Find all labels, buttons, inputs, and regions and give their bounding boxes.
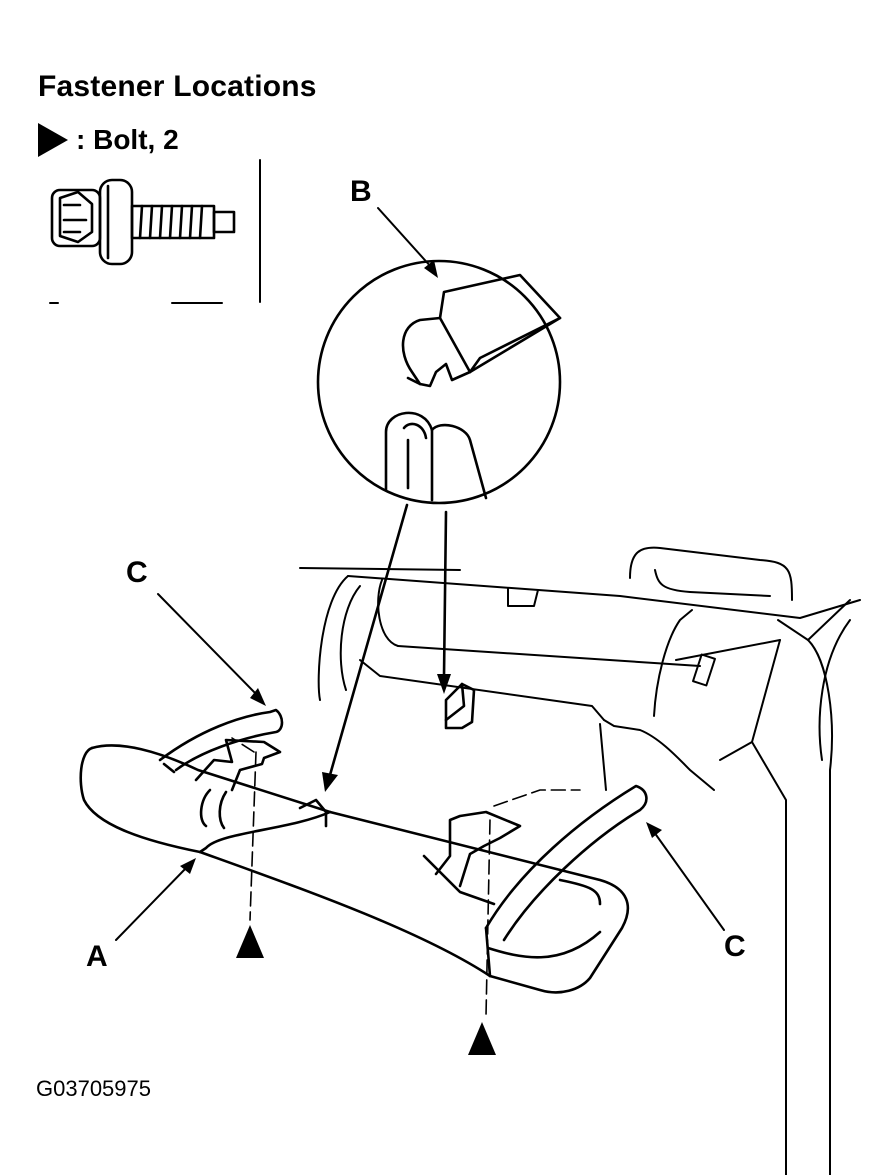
diagram-title: Fastener Locations [38, 70, 317, 103]
flange-bolt-icon [50, 178, 236, 266]
bolt-pointer-icon [468, 1022, 496, 1055]
bolt-pointer-icon [38, 123, 68, 157]
bolt-detail-frame [49, 159, 261, 304]
dashboard-opening [299, 546, 861, 1175]
bolt-locations [236, 925, 496, 1055]
retainer-strap-right [484, 784, 648, 942]
glovebox-door-A [79, 738, 630, 994]
callout-B: B [350, 175, 372, 208]
retainer-strap-left [158, 708, 284, 774]
figure-id: G03705975 [36, 1076, 151, 1101]
bolt-pointer-icon [236, 925, 264, 958]
retainer-hook-B [401, 273, 562, 388]
bolt-legend-text: : Bolt, 2 [76, 124, 179, 155]
detail-magnifier-circle [316, 259, 562, 505]
latch-striker [444, 682, 476, 730]
callout-C-left: C [126, 556, 148, 589]
callout-C-right: C [724, 930, 746, 963]
bolt-legend: : Bolt, 2 [38, 122, 179, 158]
bolt-position-lines [231, 737, 581, 1017]
leader-lines [115, 207, 725, 941]
hinge-tab [384, 411, 488, 502]
callout-A: A [86, 940, 108, 973]
